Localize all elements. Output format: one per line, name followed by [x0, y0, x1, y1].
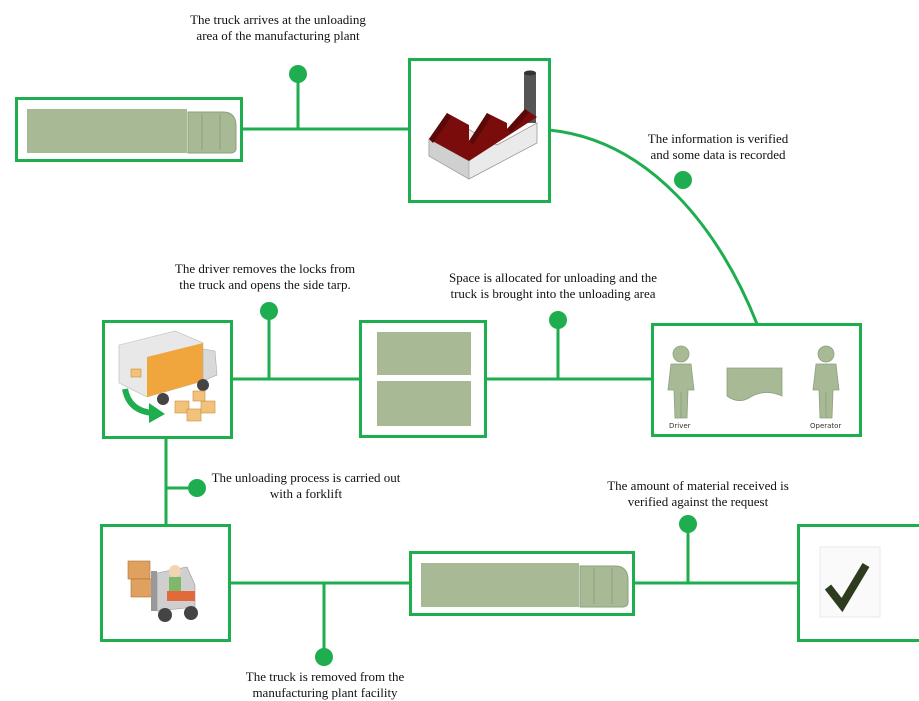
truck-icon-bottom [421, 563, 629, 608]
caption-check: The amount of material received is verif… [607, 478, 789, 509]
connector-factory-verify [548, 128, 759, 325]
forklift-icon [127, 560, 198, 622]
pin-dot-forklift [188, 479, 206, 497]
truck-box-bottom [409, 551, 635, 616]
caption-locks: The driver removes the locks from the tr… [174, 261, 356, 292]
driver-operator-icon [667, 345, 840, 419]
driver-label: Driver [669, 422, 691, 430]
truck-box-top [15, 97, 243, 162]
unloading-truck-box [102, 320, 233, 439]
caption-arrival: The truck arrives at the unloading area … [190, 12, 366, 43]
pin-dot-locks [260, 302, 278, 320]
pin-dot-removed [315, 648, 333, 666]
factory-icon [428, 70, 538, 180]
allocation-box [359, 320, 487, 438]
check-box [797, 524, 919, 642]
unloading-truck-icon [118, 330, 218, 423]
verification-box: Driver Operator [651, 323, 862, 437]
factory-box [408, 58, 551, 203]
checkmark-icon [819, 546, 881, 618]
pin-dot-check [679, 515, 697, 533]
operator-label: Operator [810, 422, 842, 430]
pin-dot-arrival [289, 65, 307, 83]
caption-forklift: The unloading process is carried out wit… [211, 470, 401, 501]
unloading-area-icon [377, 332, 471, 426]
caption-verify: The information is verified and some dat… [647, 131, 789, 162]
pin-dot-allocate [549, 311, 567, 329]
truck-icon [27, 109, 237, 154]
forklift-box [100, 524, 231, 642]
caption-removed: The truck is removed from the manufactur… [245, 669, 405, 700]
caption-allocate: Space is allocated for unloading and the… [449, 270, 657, 301]
pin-dot-verify [674, 171, 692, 189]
